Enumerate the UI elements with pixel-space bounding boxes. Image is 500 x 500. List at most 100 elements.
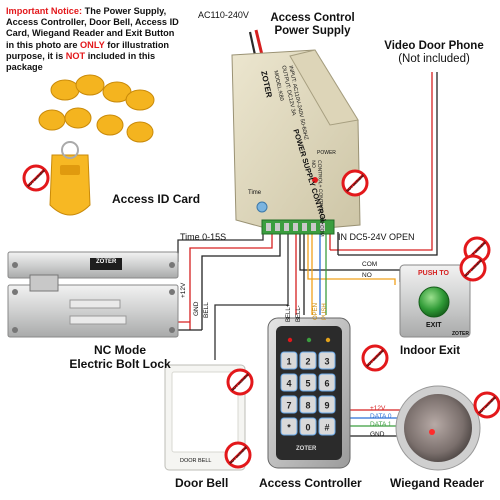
keypad-key bbox=[318, 395, 336, 414]
rfid-card-tag bbox=[49, 154, 91, 216]
wire-label-12v-lock: +12V bbox=[180, 282, 187, 298]
access-controller-label: Access Controller bbox=[259, 476, 362, 490]
keypad-key-label: 0 bbox=[305, 423, 310, 433]
video-door-phone-label: Video Door Phone (Not included) bbox=[370, 40, 498, 66]
exit-plate-exit-text: EXIT bbox=[426, 322, 442, 329]
not-included-badge-icon: NOT included bbox=[361, 344, 389, 372]
electric-bolt-lock bbox=[7, 251, 179, 338]
notice-text-1: The Power Supply, Access Controller, Doo… bbox=[6, 6, 179, 50]
bolt-lock-label-line1: NC Mode bbox=[94, 343, 146, 357]
access-id-card-label: Access ID Card bbox=[112, 192, 201, 206]
access-id-card-tags bbox=[38, 74, 155, 216]
wire-label-bell: BELL bbox=[203, 302, 210, 318]
no-wire bbox=[307, 233, 396, 285]
keypad-key bbox=[318, 351, 336, 370]
reader-led-icon bbox=[429, 429, 435, 435]
bolt-lock-brand: ZOTER bbox=[96, 259, 117, 265]
power-supply-title-line2: Power Supply bbox=[274, 25, 351, 37]
wires bbox=[165, 29, 438, 437]
exit-plate-brand: ZOTER bbox=[452, 331, 469, 337]
keypad-key bbox=[280, 373, 298, 392]
keypad-key bbox=[318, 417, 336, 436]
power-supply-title-line1: Access Control bbox=[270, 12, 355, 24]
bolt-lock-label: NC Mode Electric Bolt Lock bbox=[45, 343, 195, 371]
power-led-icon bbox=[312, 177, 318, 183]
wiegand-reader-label: Wiegand Reader bbox=[390, 476, 484, 490]
wire-label-12v-reader: +12V bbox=[370, 405, 386, 412]
lock-wire-plus bbox=[189, 233, 273, 330]
mains-wire-black bbox=[248, 31, 257, 56]
not-included-badge-icon: NOT included bbox=[226, 368, 254, 396]
keypad-key bbox=[299, 351, 317, 370]
keypad-key-label: 4 bbox=[286, 379, 291, 389]
wire-label-bell-minus: BELL- bbox=[296, 305, 302, 322]
wire-label-gnd-lock: GND bbox=[193, 301, 200, 316]
notice-heading: Important Notice: bbox=[6, 6, 83, 16]
wire-label-push: PUSH bbox=[322, 303, 328, 320]
psu-time-label: Time bbox=[248, 190, 262, 196]
bolt-pin bbox=[29, 274, 59, 292]
notice-text-2: for illustration purpose, it is bbox=[6, 39, 170, 61]
green-push-button-icon bbox=[418, 286, 450, 318]
exit-plate-push-text: PUSH TO bbox=[418, 270, 449, 277]
not-included-badge-icon: NOT included bbox=[459, 254, 487, 282]
wire-label-open: OPEN bbox=[313, 302, 319, 320]
exit-button-plate bbox=[399, 264, 471, 338]
mains-wire-red bbox=[254, 29, 264, 56]
keypad-key-label: 6 bbox=[324, 379, 329, 389]
wire-label-com: COM bbox=[362, 261, 378, 268]
keypad-key-label: 8 bbox=[305, 401, 310, 411]
door-bell-label: Door Bell bbox=[175, 476, 229, 490]
keypad-key-label: 3 bbox=[324, 357, 329, 367]
wire-label-data1: DATA 1 bbox=[370, 421, 392, 428]
not-included-badge-icon: NOT included bbox=[22, 164, 50, 192]
exit-button-label: Indoor Exit bbox=[400, 345, 461, 357]
keypad-key-label: 1 bbox=[286, 357, 291, 367]
keypad-key bbox=[280, 417, 298, 436]
notice-text-3: included in this package bbox=[6, 50, 156, 73]
keypad-key bbox=[299, 417, 317, 436]
dc-input-label: IN DC5-24V OPEN bbox=[338, 232, 415, 242]
time-wire bbox=[177, 233, 264, 262]
controller-brand: ZOTER bbox=[296, 446, 317, 452]
video-door-phone-line2: (Not included) bbox=[398, 53, 470, 65]
keypad-key-label: 7 bbox=[286, 401, 291, 411]
not-included-badge-icon: NOT included bbox=[341, 169, 369, 197]
lock-wire-gnd bbox=[201, 233, 281, 330]
keypad-key bbox=[280, 351, 298, 370]
power-supply-title: Access Control Power Supply bbox=[255, 12, 370, 38]
notice-not: NOT bbox=[65, 50, 86, 61]
video-door-phone-line1: Video Door Phone bbox=[384, 40, 484, 52]
time-knob-icon bbox=[256, 201, 268, 213]
keypad-key bbox=[299, 395, 317, 414]
time-range-label: Time 0-15S bbox=[180, 232, 227, 242]
door-bell-plate-text: DOOR BELL bbox=[180, 458, 212, 464]
voltage-input-label: AC110-240V bbox=[198, 10, 249, 20]
notice-only: ONLY bbox=[80, 39, 105, 50]
important-notice: Important Notice: The Power Supply, Acce… bbox=[6, 6, 184, 73]
keypad-key-label: * bbox=[287, 423, 291, 433]
keypad-key-label: 9 bbox=[324, 401, 329, 411]
wire-label-bell-plus: BELL+ bbox=[286, 303, 292, 322]
not-included-badge-icon: NOT included bbox=[224, 441, 252, 469]
wire-label-gnd-reader: GND bbox=[370, 431, 385, 438]
keypad-key-label: # bbox=[324, 423, 329, 433]
vdp-wire-1 bbox=[338, 72, 438, 256]
power-supply-box bbox=[231, 49, 361, 235]
keypad-key bbox=[299, 373, 317, 392]
not-included-badge-icon: NOT included bbox=[473, 391, 500, 419]
bolt-lock-label-line2: Electric Bolt Lock bbox=[69, 357, 171, 371]
wire-label-data0: DATA 0 bbox=[370, 413, 392, 420]
keypad-key bbox=[280, 395, 298, 414]
wire-label-no: NO bbox=[362, 272, 372, 279]
psu-power-led-label: POWER bbox=[317, 150, 336, 156]
keypad-key-label: 5 bbox=[305, 379, 310, 389]
keypad-key bbox=[318, 373, 336, 392]
vdp-wire-2 bbox=[330, 72, 433, 251]
wiegand-reader-device bbox=[395, 385, 481, 471]
door-bell-device bbox=[164, 364, 246, 471]
